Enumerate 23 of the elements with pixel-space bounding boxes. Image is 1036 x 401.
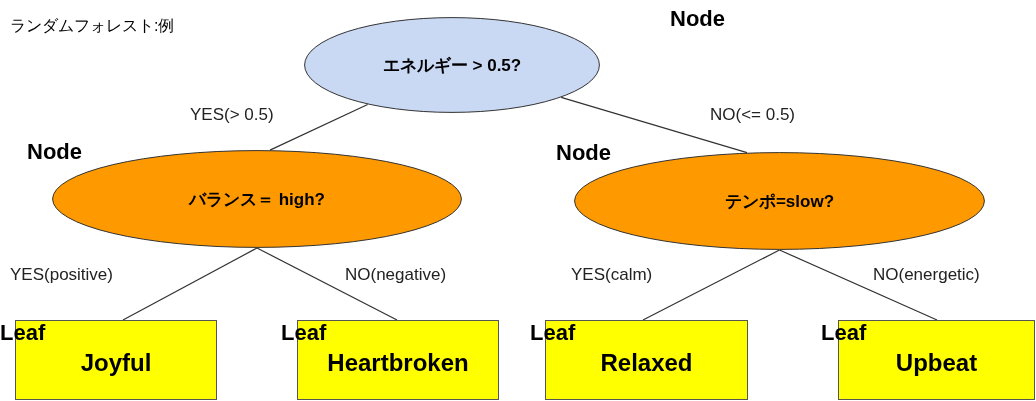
leaf-label: Joyful: [80, 349, 152, 377]
connector-line: [642, 249, 781, 321]
question-text: テンポ=slow?: [724, 190, 835, 213]
edge-label: NO(<= 0.5): [710, 106, 796, 123]
node-heading: Node: [556, 142, 611, 164]
connector-line: [269, 103, 369, 151]
diagram-title: ランダムフォレスト:例: [10, 16, 175, 36]
leaf-label: Heartbroken: [327, 349, 469, 377]
connector-line: [256, 247, 398, 321]
leaf-label: Relaxed: [600, 349, 693, 377]
edge-label: NO(energetic): [873, 266, 980, 283]
edge-label: NO(negative): [345, 266, 447, 283]
connector-line: [122, 247, 258, 321]
edge-label: YES(> 0.5): [190, 106, 274, 123]
node-heading: Node: [27, 141, 82, 163]
edge-label: YES(positive): [10, 266, 113, 283]
question-text: バランス＝ high?: [189, 188, 325, 211]
connector-line: [560, 96, 748, 154]
node-heading: Node: [670, 8, 725, 30]
leaf-label: Upbeat: [895, 349, 978, 377]
connector-line: [778, 249, 938, 321]
edge-label: YES(calm): [571, 266, 653, 283]
question-text: エネルギー > 0.5?: [382, 54, 522, 77]
